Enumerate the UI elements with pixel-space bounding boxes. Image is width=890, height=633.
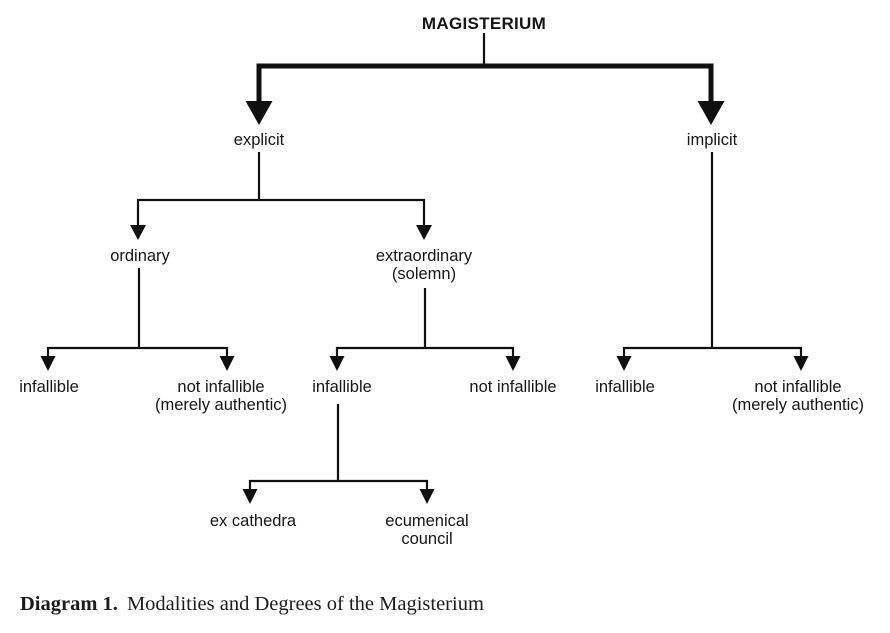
node-implicit-not-infallible-line2: (merely authentic) [731, 396, 865, 414]
arrowhead-ordinary-infallible [40, 356, 56, 371]
edge-root-branches [245, 63, 725, 125]
arrowhead-extraordinary [416, 225, 432, 240]
edge-ordinary-branches [40, 268, 235, 371]
node-ecumenical-council-line2: council [401, 530, 453, 548]
node-ordinary: ordinary [110, 247, 170, 265]
arrowhead-implicit [697, 101, 725, 125]
node-extraordinary-not-infallible: not infallible [469, 378, 557, 396]
arrowhead-ordinary [130, 225, 146, 240]
diagram-caption: Diagram 1. Modalities and Degrees of the … [20, 593, 484, 616]
node-implicit-infallible: infallible [595, 378, 655, 396]
node-ex-cathedra: ex cathedra [209, 512, 297, 530]
arrowhead-extraordinary-infallible [329, 356, 345, 371]
node-ecumenical-council: ecumenical council [385, 512, 468, 548]
edge-extraordinary-branches [329, 288, 521, 371]
node-ordinary-not-infallible-line2: (merely authentic) [154, 396, 288, 414]
arrowhead-ordinary-not-infallible [219, 356, 235, 371]
edge-exinfallible-branches [242, 404, 435, 504]
arrowhead-ecumenical-council [419, 489, 435, 504]
node-magisterium: MAGISTERIUM [421, 14, 547, 33]
node-ordinary-infallible: infallible [19, 378, 79, 396]
node-ecumenical-council-line1: ecumenical [385, 512, 469, 530]
edge-implicit-branches [616, 152, 809, 371]
caption-text: Modalities and Degrees of the Magisteriu… [126, 593, 484, 615]
node-ordinary-not-infallible-line1: not infallible [177, 378, 265, 396]
arrowhead-ex-cathedra [242, 489, 258, 504]
node-explicit: explicit [233, 131, 285, 149]
node-implicit-not-infallible: not infallible (merely authentic) [732, 378, 864, 414]
caption-number: Diagram 1. [20, 593, 118, 615]
arrowhead-explicit [245, 101, 273, 125]
arrowhead-implicit-not-infallible [793, 356, 809, 371]
node-implicit-not-infallible-line1: not infallible [754, 378, 842, 396]
node-implicit: implicit [686, 131, 738, 149]
arrowhead-extraordinary-not-infallible [505, 356, 521, 371]
node-extraordinary: extraordinary (solemn) [376, 247, 472, 283]
node-ordinary-not-infallible: not infallible (merely authentic) [155, 378, 287, 414]
edge-explicit-branches [130, 152, 432, 240]
node-extraordinary-line1: extraordinary [375, 247, 473, 265]
arrowhead-implicit-infallible [616, 356, 632, 371]
node-extraordinary-infallible: infallible [312, 378, 372, 396]
node-extraordinary-line2: (solemn) [391, 265, 457, 283]
